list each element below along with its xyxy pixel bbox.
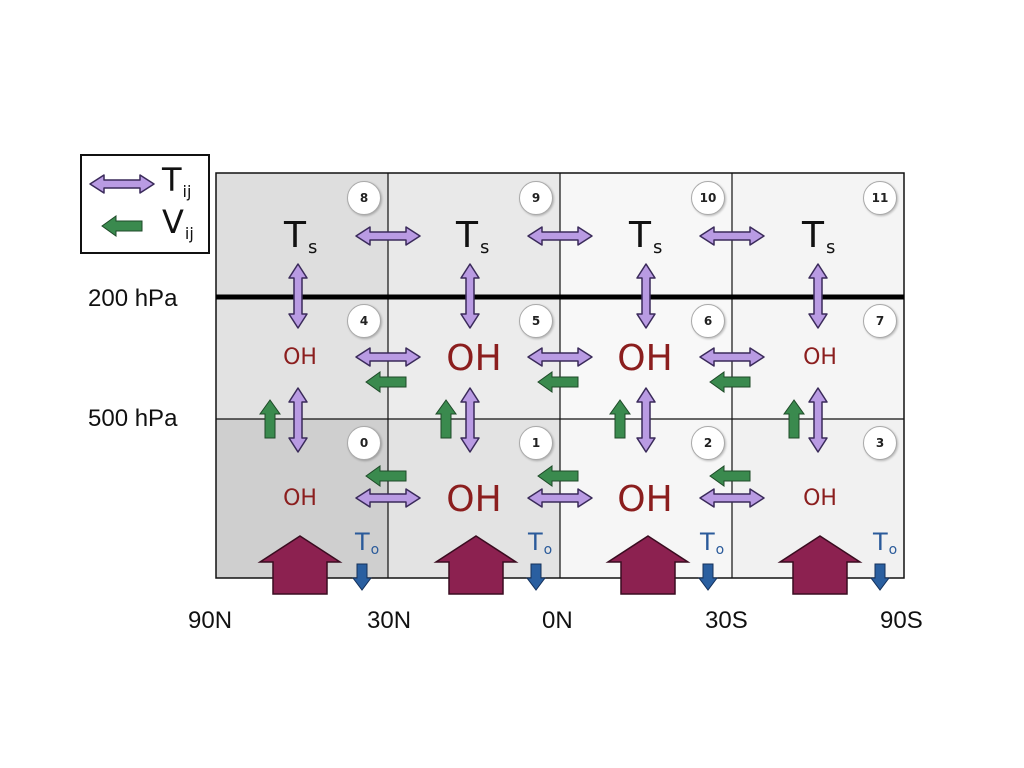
green-arrow-icon xyxy=(365,465,407,487)
double-arrow-icon xyxy=(636,387,656,453)
green-arrow-icon xyxy=(709,465,751,487)
box-number: 9 xyxy=(519,181,553,215)
lat-label: 30N xyxy=(367,607,412,634)
box-number: 3 xyxy=(863,426,897,460)
emission-arrow-icon xyxy=(435,535,517,595)
box-number: 1 xyxy=(519,426,553,460)
box-number: 8 xyxy=(347,181,381,215)
legend-icons xyxy=(89,174,155,237)
pressure-label-200: 200 hPa xyxy=(88,285,178,312)
box-number: 6 xyxy=(691,304,725,338)
oh-label: OH xyxy=(803,345,837,370)
legend-wind-label: Vij xyxy=(162,203,194,243)
emission-arrow-icon xyxy=(607,535,689,595)
box-number: 10 xyxy=(691,181,725,215)
lat-label: 90S xyxy=(880,607,923,634)
lat-label: 0N xyxy=(542,607,573,634)
green-arrow-icon xyxy=(101,215,143,237)
green-arrow-icon xyxy=(537,465,579,487)
emission-arrow-icon xyxy=(259,535,341,595)
legend-transport-label: Tij xyxy=(162,161,192,201)
deposition-arrow-icon xyxy=(698,563,718,591)
box-number: 2 xyxy=(691,426,725,460)
deposition-arrow-icon xyxy=(352,563,372,591)
oh-label: OH xyxy=(446,479,502,520)
deposition-arrow-icon xyxy=(526,563,546,591)
legend: Tij Vij xyxy=(80,154,210,254)
green-arrow-icon xyxy=(365,371,407,393)
deposition-arrow-icon xyxy=(870,563,890,591)
oh-label: OH xyxy=(283,345,317,370)
surface-temp-label: To xyxy=(873,528,898,558)
lat-label: 90N xyxy=(188,607,233,634)
double-arrow-icon xyxy=(460,387,480,453)
box-number: 5 xyxy=(519,304,553,338)
oh-label: OH xyxy=(617,479,673,520)
double-arrow-icon xyxy=(288,387,308,453)
lat-label: 30S xyxy=(705,607,748,634)
surface-temp-label: To xyxy=(700,528,725,558)
emission-arrow-icon xyxy=(779,535,861,595)
surface-temp-label: To xyxy=(355,528,380,558)
box-number: 4 xyxy=(347,304,381,338)
green-arrow-icon xyxy=(537,371,579,393)
surface-temp-label: To xyxy=(528,528,553,558)
box-number: 0 xyxy=(347,426,381,460)
double-arrow-icon xyxy=(808,387,828,453)
double-arrow-icon xyxy=(89,174,155,194)
green-arrow-icon xyxy=(709,371,751,393)
oh-label: OH xyxy=(283,486,317,511)
oh-label: OH xyxy=(446,338,502,379)
box-number: 11 xyxy=(863,181,897,215)
pressure-label-500: 500 hPa xyxy=(88,405,178,432)
oh-label: OH xyxy=(617,338,673,379)
oh-label: OH xyxy=(803,486,837,511)
box-number: 7 xyxy=(863,304,897,338)
